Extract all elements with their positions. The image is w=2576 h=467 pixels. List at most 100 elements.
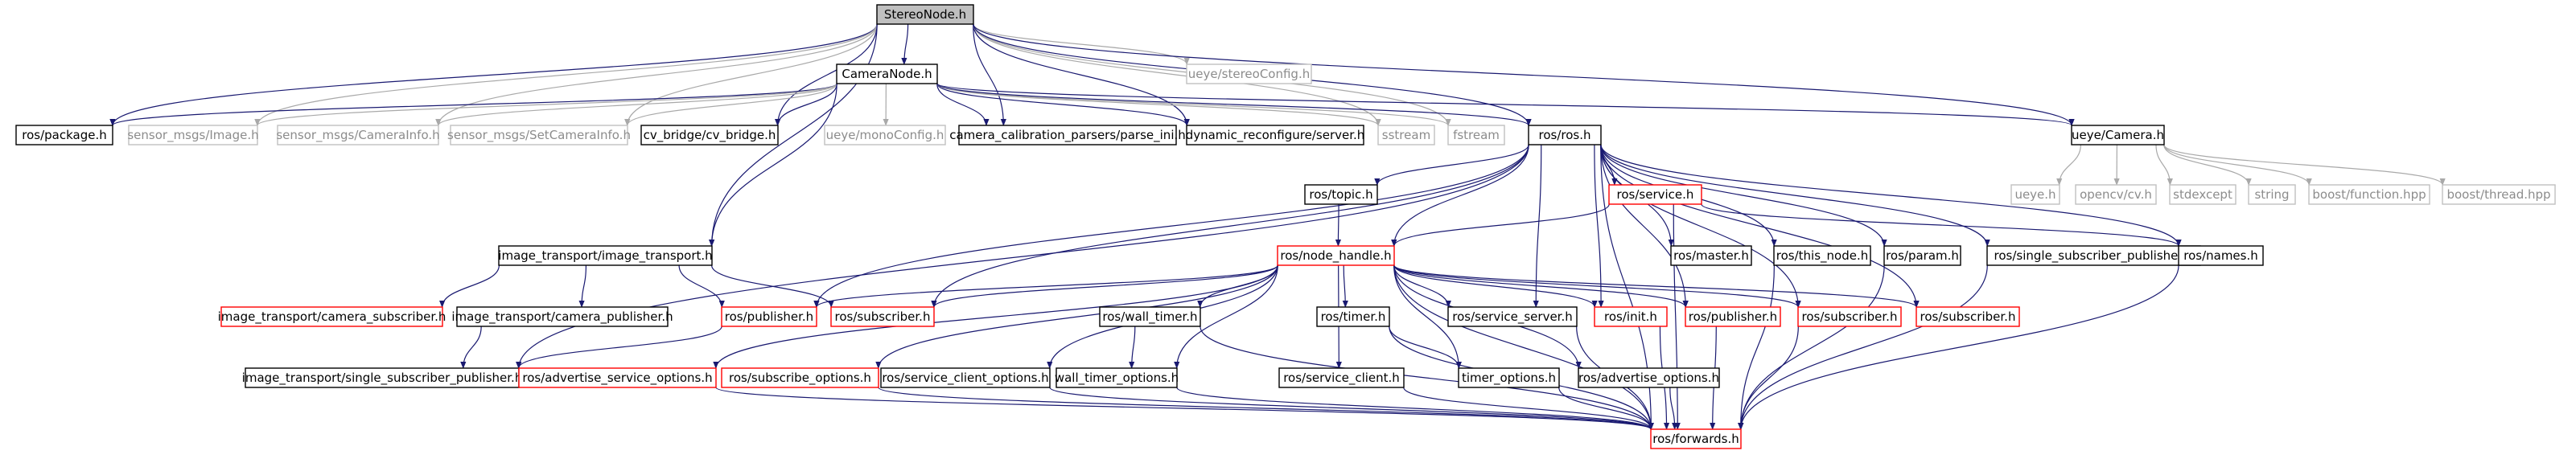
node-ros-publisher-b[interactable]: ros/publisher.h <box>1685 306 1781 327</box>
node-label: ros/ros.h <box>1539 128 1591 142</box>
node-label: ros/node_handle.h <box>1280 248 1391 264</box>
node-string: string <box>2248 184 2296 205</box>
edge-cameranode-to-sensor_setcamerainfo <box>624 83 837 126</box>
node-ros-topic[interactable]: ros/topic.h <box>1304 184 1378 205</box>
node-wall-timer-opts[interactable]: wall_timer_options.h <box>1055 367 1179 388</box>
node-label: sensor_msgs/CameraInfo.h <box>276 128 439 143</box>
edge-ros_ros-to-ros_subscriber_b <box>1600 144 1801 308</box>
edge-ueye_camera-to-boost_thread <box>2163 144 2446 186</box>
node-box <box>1304 184 1378 205</box>
node-image-transport[interactable]: image_transport/image_transport.h <box>498 245 713 266</box>
edge-ros_service-to-ros_node_handle <box>1391 203 1610 247</box>
node-sensor-camerainfo: sensor_msgs/CameraInfo.h <box>276 125 440 145</box>
node-label: string <box>2254 187 2289 202</box>
edge-stereonode-to-sensor_camerainfo <box>435 23 878 126</box>
node-label: ueye.h <box>2014 187 2055 202</box>
node-ros-subscriber-a[interactable]: ros/subscriber.h <box>830 306 935 327</box>
edge-ros_timer-to-timer_opts <box>1389 326 1462 369</box>
node-ros-master[interactable]: ros/master.h <box>1670 245 1752 266</box>
node-cameranode[interactable]: CameraNode.h <box>836 63 938 84</box>
node-ros-timer[interactable]: ros/timer.h <box>1316 306 1390 327</box>
node-ros-advertise-opts[interactable]: ros/advertise_options.h <box>1578 367 1720 388</box>
node-label: ros/advertise_options.h <box>1578 371 1719 386</box>
edge-stereonode-to-ueye_camera <box>973 23 2075 126</box>
node-cv-bridge[interactable]: cv_bridge/cv_bridge.h <box>640 125 779 145</box>
node-it-camera-subscriber[interactable]: image_transport/camera_subscriber.h <box>218 306 446 327</box>
node-ros-service-server[interactable]: ros/service_server.h <box>1447 306 1578 327</box>
node-ros-subscriber-b[interactable]: ros/subscriber.h <box>1797 306 1902 327</box>
node-label: ros/service_client_options.h <box>882 371 1048 386</box>
node-box <box>836 63 938 84</box>
node-timer-opts[interactable]: timer_options.h <box>1458 367 1560 388</box>
node-box <box>220 306 443 327</box>
node-box <box>721 306 817 327</box>
edge-ros_single_sub_pub-to-ros_forwards <box>1738 264 1988 430</box>
node-box <box>277 125 439 145</box>
node-label: ros/single_subscriber_publisher.h <box>1994 248 2194 264</box>
node-label: ros/wall_timer.h <box>1102 309 1197 325</box>
edge-ros_node_handle-to-ros_subscriber_b <box>1393 264 1801 308</box>
edge-ros_wall_timer-to-wall_timer_opts <box>1129 326 1136 369</box>
node-label: ros/subscriber.h <box>1802 309 1898 324</box>
edge-ros_node_handle-to-ros_init <box>1393 264 1598 308</box>
edge-cameranode-to-ros_ros <box>936 83 1532 126</box>
edge-stereonode-to-sensor_image <box>254 23 878 126</box>
node-ros-init[interactable]: ros/init.h <box>1594 306 1668 327</box>
node-box <box>2442 184 2556 205</box>
node-label: boost/function.hpp <box>2312 187 2426 202</box>
node-box <box>1377 125 1435 145</box>
node-ros-subscribe-opts[interactable]: ros/subscribe_options.h <box>721 367 879 388</box>
node-ros-service-client[interactable]: ros/service_client.h <box>1278 367 1405 388</box>
node-ros-forwards[interactable]: ros/forwards.h <box>1650 428 1742 449</box>
node-ros-param[interactable]: ros/param.h <box>1883 245 1961 266</box>
node-ros-ros[interactable]: ros/ros.h <box>1528 125 1602 145</box>
node-ros-package[interactable]: ros/package.h <box>15 125 113 145</box>
node-dyn-server[interactable]: dynamic_reconfigure/server.h <box>1186 125 1365 145</box>
node-ros-service-client-opts[interactable]: ros/service_client_options.h <box>880 367 1051 388</box>
node-ros-publisher-a[interactable]: ros/publisher.h <box>721 306 817 327</box>
node-label: ros/subscriber.h <box>1920 309 2016 324</box>
edge-ros_publisher_a-to-it_single_sub_pub <box>516 326 722 369</box>
node-box <box>2075 184 2157 205</box>
node-ros-adv-service-opts[interactable]: ros/advertise_service_options.h <box>518 367 717 388</box>
edge-stereonode-to-ros_package <box>109 23 878 126</box>
node-label: ros/advertise_service_options.h <box>522 371 712 386</box>
node-box <box>958 125 1177 145</box>
node-ros-names[interactable]: ros/names.h <box>2178 245 2264 266</box>
node-box <box>1316 306 1390 327</box>
node-it-camera-publisher[interactable]: image_transport/camera_publisher.h <box>451 306 673 327</box>
node-stereonode[interactable]: StereoNode.h <box>876 4 974 25</box>
node-box <box>128 125 258 145</box>
node-box <box>2010 184 2060 205</box>
edge-ros_ros-to-ros_param <box>1600 144 1887 247</box>
node-label: ros/this_node.h <box>1776 248 1868 264</box>
node-ros-node-handle[interactable]: ros/node_handle.h <box>1277 245 1395 266</box>
node-it-single-sub-pub[interactable]: image_transport/single_subscriber_publis… <box>242 367 523 388</box>
node-parse-ini[interactable]: camera_calibration_parsers/parse_ini.h <box>949 125 1186 145</box>
node-box <box>1670 245 1752 266</box>
node-ros-single-sub-pub[interactable]: ros/single_subscriber_publisher.h <box>1986 245 2201 266</box>
node-ros-wall-timer[interactable]: ros/wall_timer.h <box>1099 306 1201 327</box>
edge-ueye_camera-to-boost_function <box>2163 144 2312 186</box>
node-label: ros/publisher.h <box>1689 309 1777 324</box>
node-ros-service[interactable]: ros/service.h <box>1608 184 1702 205</box>
node-box <box>1186 63 1312 84</box>
edge-ros_ros-to-ros_topic <box>1374 144 1529 186</box>
node-label: ros/names.h <box>2183 248 2258 263</box>
node-ueye-monoconfig: ueye/monoConfig.h <box>824 125 946 145</box>
edge-ros_node_handle-to-ros_timer <box>1342 264 1348 308</box>
node-ueye-camera[interactable]: ueye/Camera.h <box>2071 125 2165 145</box>
edge-ros_node_handle-to-ros_service_server <box>1393 264 1451 308</box>
node-label: ueye/Camera.h <box>2072 128 2164 142</box>
node-label: ros/service_server.h <box>1452 309 1573 325</box>
edge-stereonode-to-cameranode <box>901 23 909 65</box>
edge-stereonode-to-sensor_setcamerainfo <box>624 23 878 126</box>
node-label: ueye/monoConfig.h <box>826 128 944 142</box>
node-ueye-stereoconfig: ueye/stereoConfig.h <box>1186 63 1312 84</box>
node-ros-subscriber-c[interactable]: ros/subscriber.h <box>1916 306 2020 327</box>
node-ros-this-node[interactable]: ros/this_node.h <box>1773 245 1871 266</box>
node-box <box>456 306 669 327</box>
node-boost-thread: boost/thread.hpp <box>2442 184 2556 205</box>
node-box <box>1277 245 1395 266</box>
node-label: ros/service.h <box>1617 187 1694 202</box>
